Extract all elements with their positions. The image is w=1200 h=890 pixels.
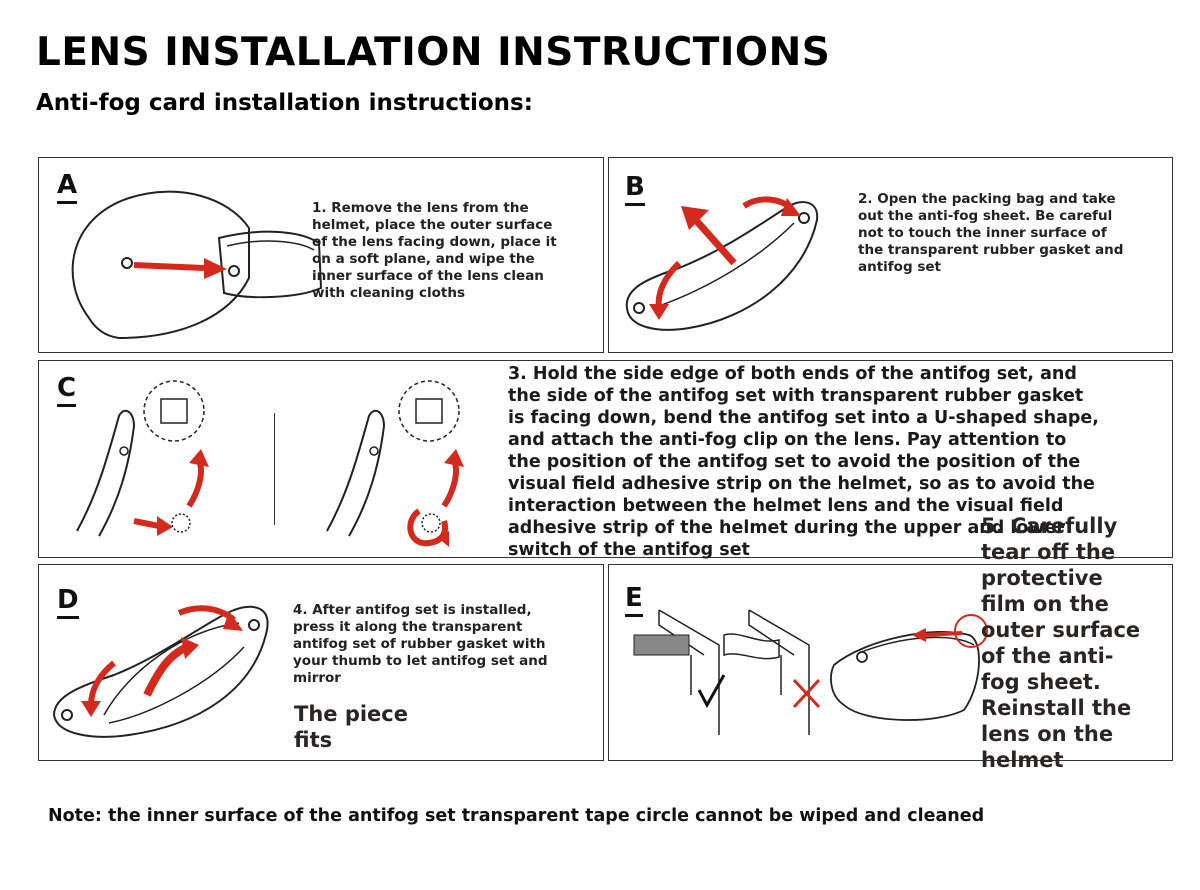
- panel-b-letter: B: [625, 174, 645, 206]
- page-subtitle: Anti-fog card installation instructions:: [36, 90, 533, 116]
- clip-attach-illustration-left: [76, 380, 209, 537]
- clip-attach-illustration-right: [326, 380, 464, 547]
- film-removal-wrong-illustration: [723, 609, 821, 735]
- panel-e: E: [608, 564, 1173, 761]
- panel-b-text: 2. Open the packing bag and take out the…: [858, 191, 1124, 275]
- panel-c-text: 3. Hold the side edge of both ends of th…: [508, 364, 1099, 560]
- panel-d-letter: D: [57, 587, 79, 619]
- panel-d-extra-text: The piece fits: [294, 702, 408, 752]
- lens-reinstall-illustration: [830, 614, 988, 721]
- panel-a-text: 1. Remove the lens from the helmet, plac…: [312, 200, 557, 301]
- panel-c-divider: [274, 413, 275, 525]
- panel-d: D 4. After antifog set is installed, pre…: [38, 564, 604, 761]
- panel-e-text: 5. Carefully tear off the protective fil…: [981, 514, 1141, 772]
- panel-b: B 2. Open the packing bag and take out t…: [608, 157, 1173, 353]
- panel-e-letter: E: [625, 585, 643, 617]
- footer-note: Note: the inner surface of the antifog s…: [48, 806, 985, 826]
- panel-a-letter: A: [57, 172, 78, 204]
- helmet-lens-removal-illustration: [71, 190, 323, 340]
- page-title: LENS INSTALLATION INSTRUCTIONS: [36, 30, 831, 75]
- film-removal-correct-illustration: [633, 609, 726, 735]
- panel-c: C 3. Hold the side edge of both ends of …: [38, 360, 1173, 560]
- panel-d-text: 4. After antifog set is installed, press…: [293, 602, 548, 686]
- antifog-sheet-illustration: [625, 196, 819, 331]
- antifog-press-illustration: [52, 605, 269, 738]
- panel-c-letter: C: [57, 375, 77, 407]
- panel-a: A 1. Remove the lens from the helmet, pl…: [38, 157, 604, 353]
